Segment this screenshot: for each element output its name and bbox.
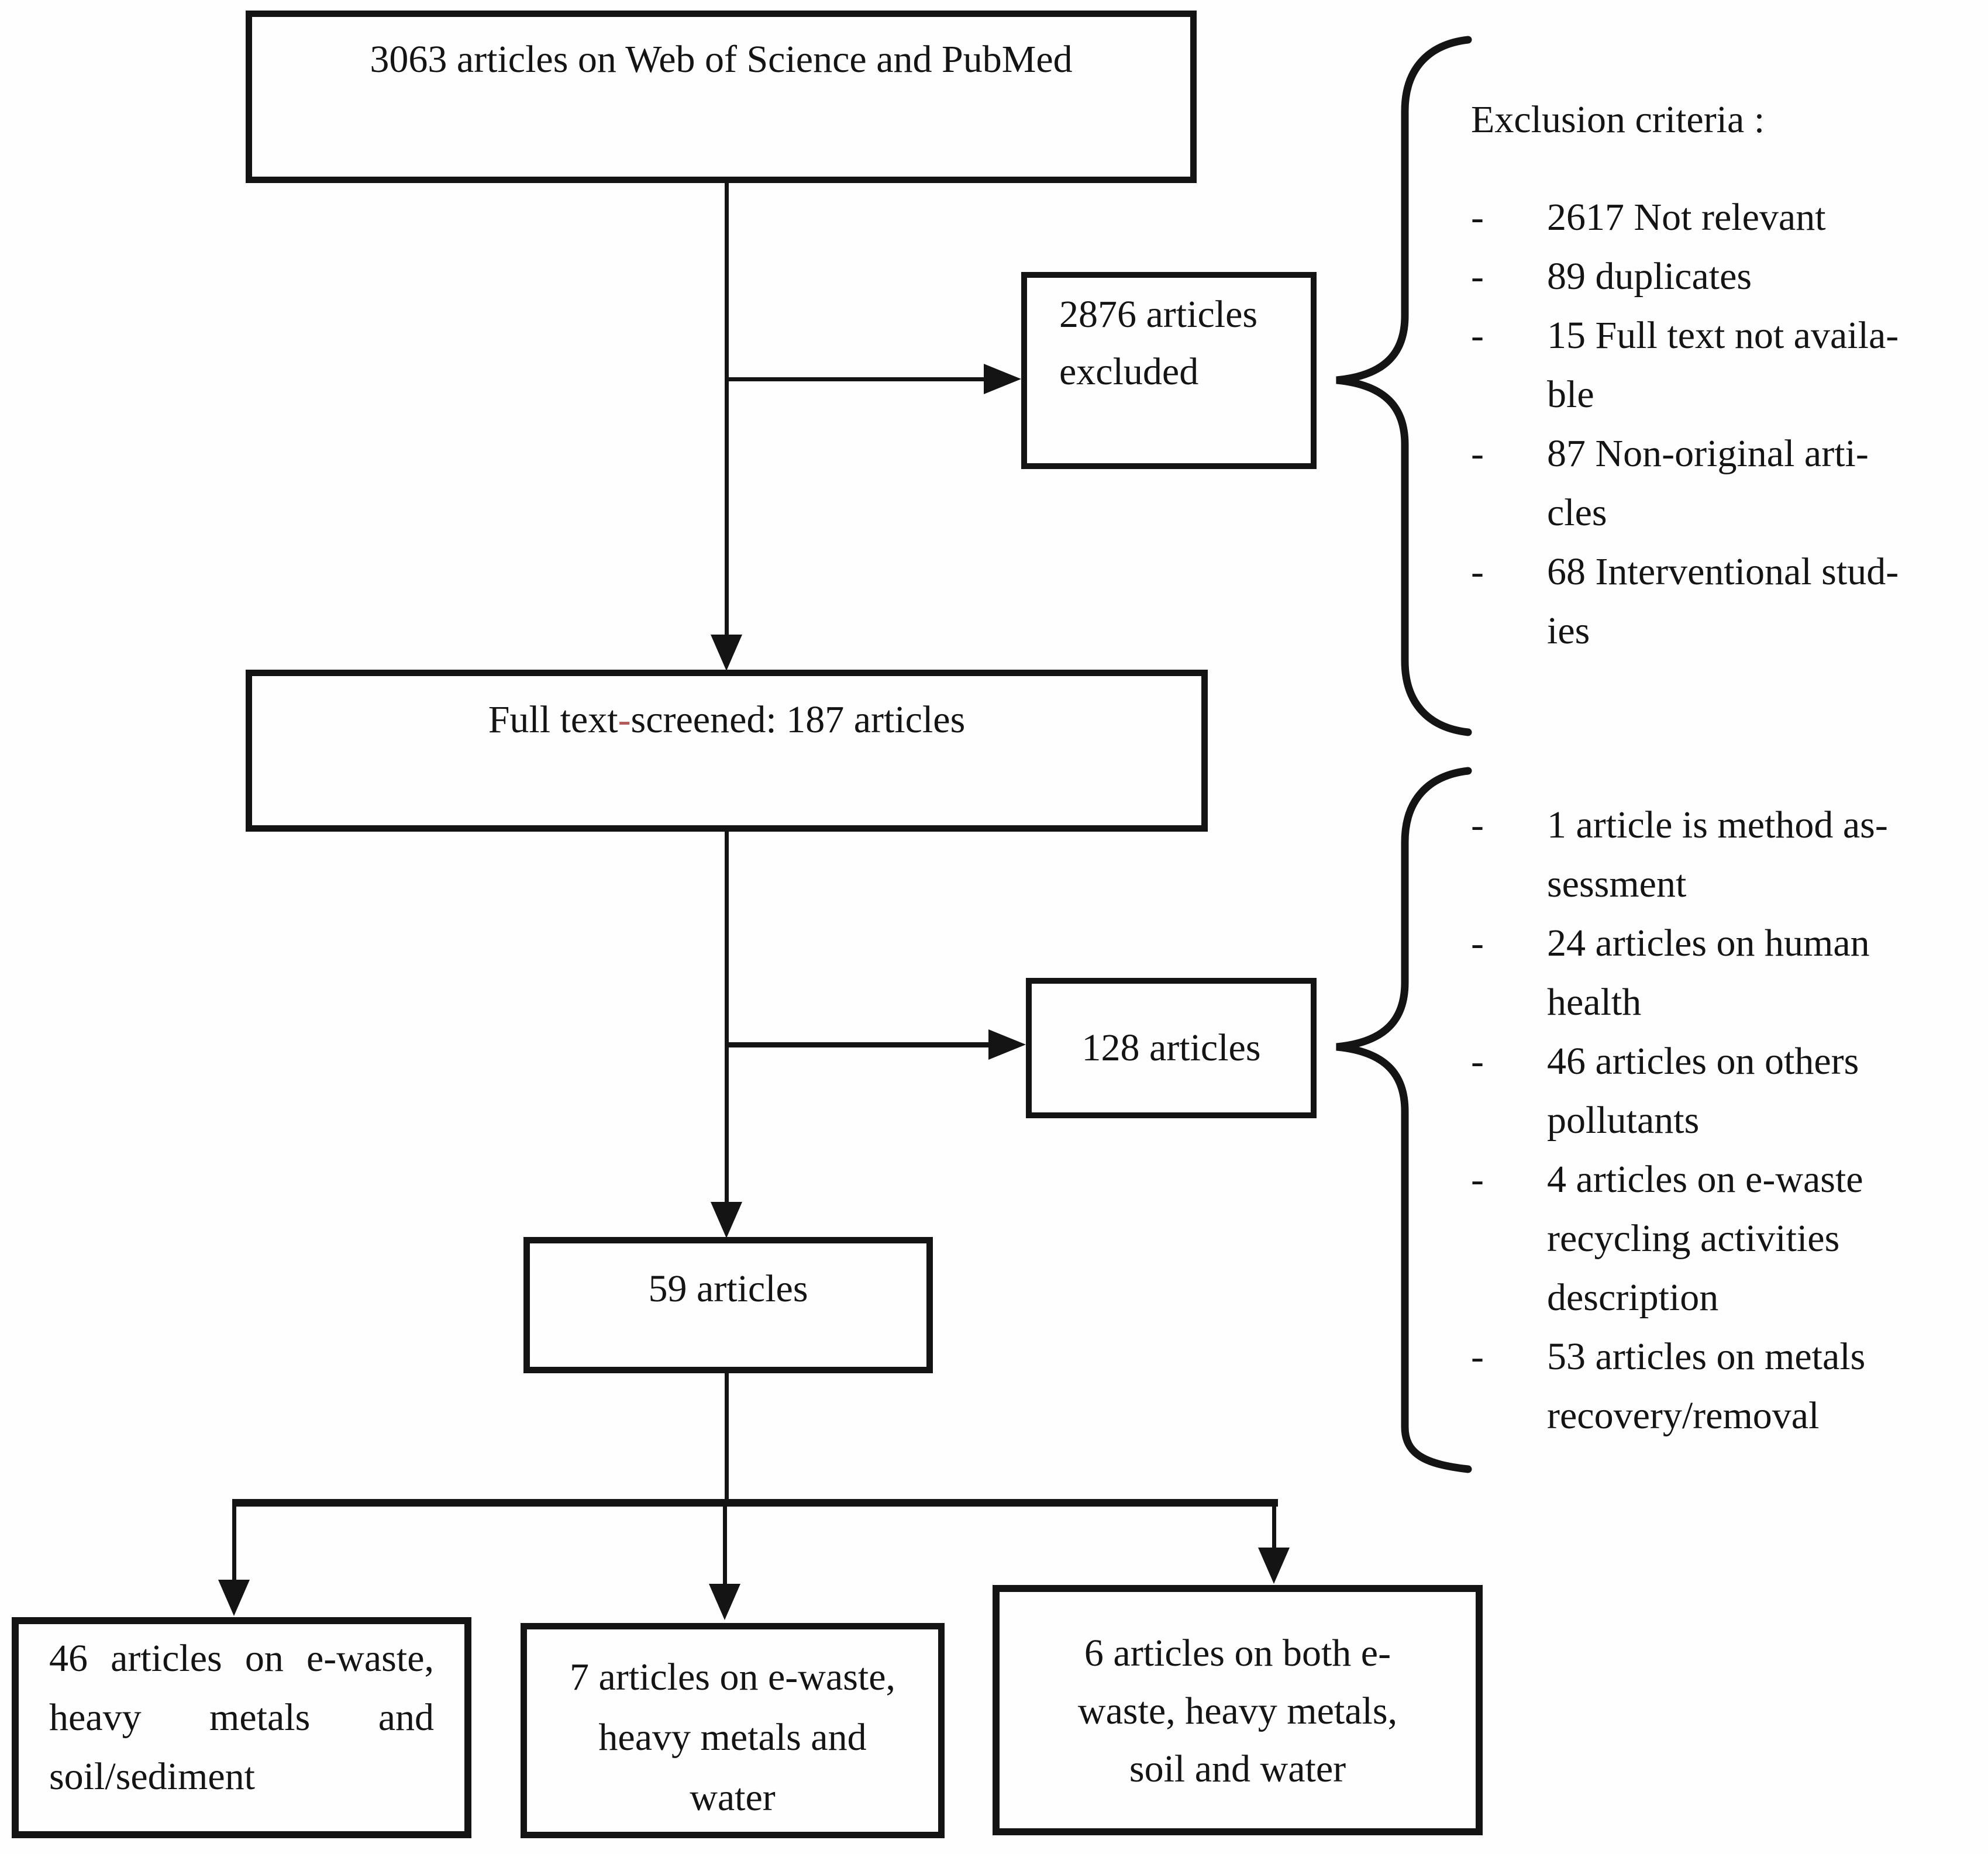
node-both-soil-water: 6 articles on both e- waste, heavy metal… <box>993 1585 1483 1835</box>
node-water-label: 7 articles on e-waste, heavy metals and … <box>569 1656 896 1819</box>
bullet-dash: - <box>1471 255 1484 298</box>
exclusion-item: - 15 Full text not availa- ble <box>1471 306 1988 424</box>
node-59-articles: 59 articles <box>523 1237 933 1373</box>
connector-59-to-split <box>725 1373 729 1503</box>
exclusion-item: - 1 article is method as- sessment <box>1471 795 1988 914</box>
fulltext-label-suffix: screened: 187 articles <box>630 698 966 741</box>
exclusion-item: - 68 Interventional stud- ies <box>1471 542 1988 660</box>
exclusion-item-text: 4 articles on e-waste recycling activiti… <box>1547 1158 1863 1319</box>
connector-split-left <box>232 1503 236 1582</box>
bullet-dash: - <box>1471 550 1484 593</box>
exclusion-item: - 2617 Not relevant <box>1471 188 1988 247</box>
arrowhead-right-icon <box>988 1029 1026 1060</box>
connector-split-right <box>1272 1503 1276 1550</box>
arrowhead-right-icon <box>984 364 1021 394</box>
bullet-dash: - <box>1471 804 1484 846</box>
exclusion-item-text: 24 articles on human health <box>1547 922 1870 1024</box>
node-excluded-2876-label: 2876 articles excluded <box>1059 293 1258 393</box>
exclusion-item-text: 1 article is method as- sessment <box>1547 804 1888 905</box>
arrowhead-down-icon <box>709 1584 740 1620</box>
arrowhead-down-icon <box>1258 1548 1290 1584</box>
node-excluded-2876: 2876 articles excluded <box>1021 272 1317 469</box>
exclusion-item-text: 46 articles on others pollutants <box>1547 1040 1859 1142</box>
exclusion-item: - 89 duplicates <box>1471 247 1988 306</box>
curly-brace-second-screening-icon <box>1336 767 1472 1473</box>
exclusion-item: - 87 Non-original arti- cles <box>1471 424 1988 542</box>
connector-fulltext-to-59 <box>725 832 729 1205</box>
exclusion-item-text: 2617 Not relevant <box>1547 196 1826 239</box>
exclusion-item: - 24 articles on human health <box>1471 914 1988 1032</box>
connector-to-excluded <box>725 377 988 381</box>
bullet-dash: - <box>1471 1158 1484 1201</box>
node-both-soil-water-label: 6 articles on both e- waste, heavy metal… <box>1077 1632 1398 1790</box>
bullet-dash: - <box>1471 314 1484 357</box>
exclusion-list-second-screening: - 1 article is method as- sessment - 24 … <box>1471 795 1988 1445</box>
node-soil-sediment-line2: heavy metals and <box>49 1696 434 1739</box>
fulltext-label-prefix: Full text <box>488 698 618 741</box>
fulltext-label-hyphen: - <box>618 698 631 741</box>
connector-split-bar <box>232 1499 1278 1507</box>
node-soil-sediment-line3: soil/sediment <box>49 1755 255 1798</box>
exclusion-item-text: 15 Full text not availa- ble <box>1547 314 1899 416</box>
node-initial-search: 3063 articles on Web of Science and PubM… <box>246 11 1197 183</box>
exclusion-list-first-screening: - 2617 Not relevant - 89 duplicates - 15… <box>1471 188 1988 660</box>
curly-brace-first-screening-icon <box>1336 36 1472 736</box>
connector-top-to-fulltext <box>725 183 729 640</box>
node-128-articles-label: 128 articles <box>1081 1026 1261 1070</box>
node-fulltext-screened-label: Full text-screened: 187 articles <box>252 692 1201 748</box>
exclusion-item-text: 89 duplicates <box>1547 255 1752 298</box>
exclusion-item: - 53 articles on metals recovery/removal <box>1471 1327 1988 1445</box>
connector-split-center <box>723 1507 727 1586</box>
node-128-articles: 128 articles <box>1026 978 1317 1118</box>
bullet-dash: - <box>1471 1335 1484 1378</box>
exclusion-item: - 46 articles on others pollutants <box>1471 1032 1988 1150</box>
node-fulltext-screened: Full text-screened: 187 articles <box>246 670 1208 832</box>
arrowhead-down-icon <box>218 1580 250 1616</box>
exclusion-item: - 4 articles on e-waste recycling activi… <box>1471 1150 1988 1327</box>
exclusion-item-text: 87 Non-original arti- cles <box>1547 432 1869 534</box>
bullet-dash: - <box>1471 922 1484 964</box>
bullet-dash: - <box>1471 432 1484 475</box>
exclusion-item-text: 68 Interventional stud- ies <box>1547 550 1899 652</box>
exclusion-criteria-header: Exclusion criteria : <box>1471 98 1765 141</box>
node-59-articles-label: 59 articles <box>648 1267 808 1310</box>
exclusion-item-text: 53 articles on metals recovery/removal <box>1547 1335 1866 1437</box>
node-water: 7 articles on e-waste, heavy metals and … <box>521 1623 945 1838</box>
node-initial-search-label: 3063 articles on Web of Science and PubM… <box>370 38 1073 81</box>
arrowhead-down-icon <box>711 635 742 671</box>
node-soil-sediment: 46 articles on e-waste, heavy metals and… <box>12 1617 471 1838</box>
arrowhead-down-icon <box>711 1202 742 1238</box>
node-soil-sediment-line1: 46 articles on e-waste, <box>49 1637 434 1680</box>
bullet-dash: - <box>1471 196 1484 239</box>
connector-to-128 <box>725 1042 991 1047</box>
bullet-dash: - <box>1471 1040 1484 1083</box>
